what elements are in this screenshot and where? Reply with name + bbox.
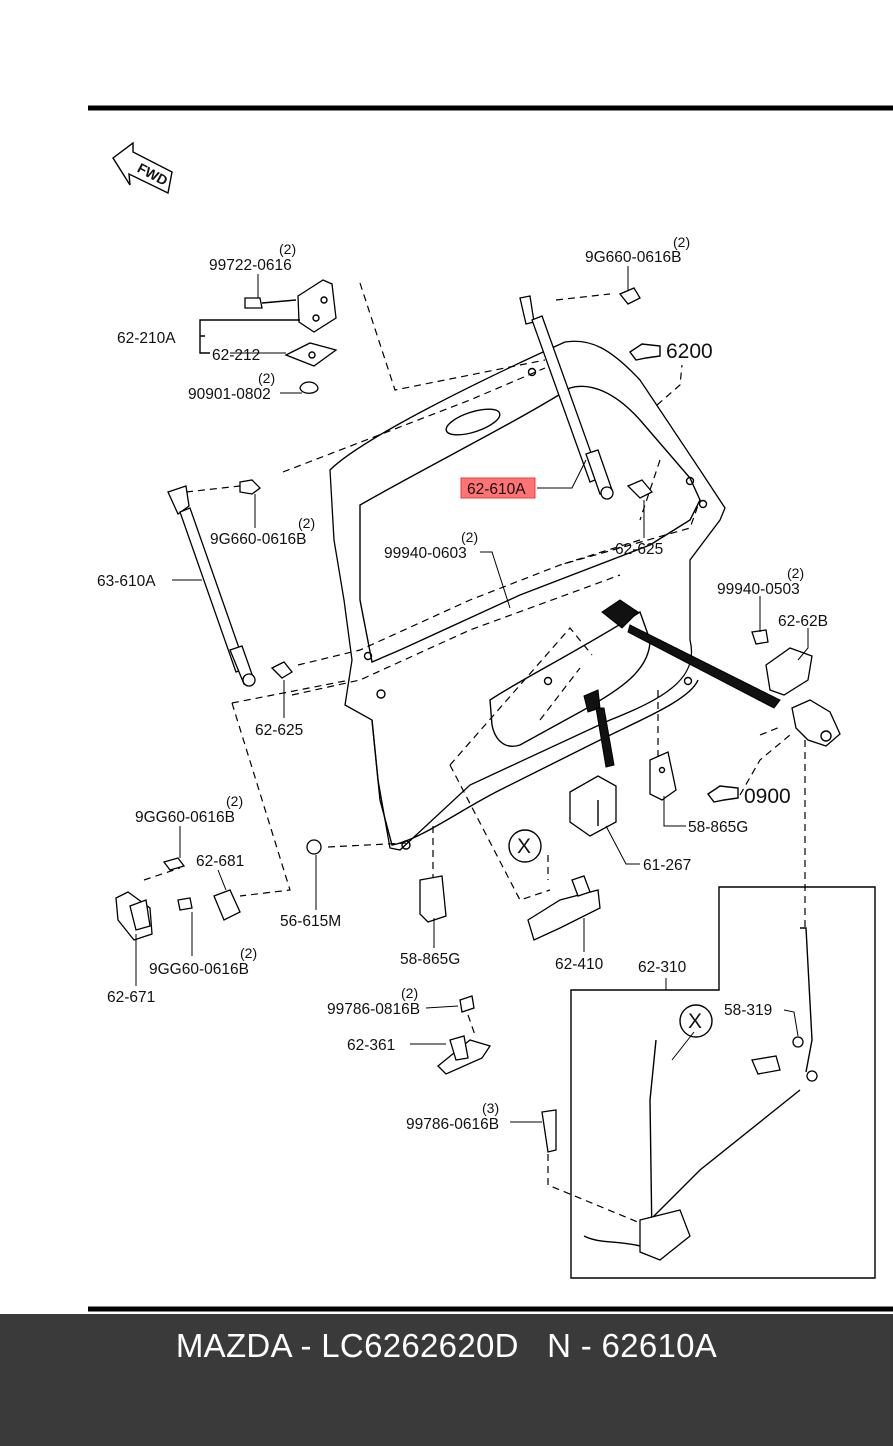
ref-0900: 0900 <box>744 785 791 808</box>
x-mark-2: X <box>688 1010 702 1033</box>
hinge-62-62B <box>751 629 813 696</box>
fwd-arrow-icon: FWD <box>112 141 173 195</box>
label-99940-0603: 99940-0603 <box>384 545 467 562</box>
dashed-leaders <box>143 282 806 1226</box>
qty-9G660-top: (2) <box>673 234 690 250</box>
qty-99722: (2) <box>279 241 296 257</box>
liftgate-panel <box>329 340 726 851</box>
parts-diagram: FWD <box>88 105 893 1312</box>
ref-6200: 6200 <box>666 340 713 363</box>
striker-62-361 <box>437 995 557 1153</box>
label-63-610A: 63-610A <box>97 573 156 590</box>
latch-62-671 <box>115 891 153 941</box>
label-56-615M: 56-615M <box>280 913 341 930</box>
label-90901-0802: 90901-0802 <box>188 386 271 403</box>
inset-box-62-310 <box>570 886 876 1279</box>
qty-90901: (2) <box>258 370 275 386</box>
label-62-671: 62-671 <box>107 989 155 1006</box>
lock-cylinder-0900 <box>791 699 841 747</box>
wiper-harness <box>583 599 781 768</box>
label-62-361: 62-361 <box>347 1037 395 1054</box>
handle-62-410 <box>527 875 601 941</box>
label-62-625-right: 62-625 <box>615 541 663 558</box>
fwd-label: FWD <box>135 160 171 189</box>
highlight-62-610A <box>460 477 536 499</box>
label-9G660-0616B-top: 9G660-0616B <box>585 249 682 266</box>
qty-99786-0616B: (3) <box>482 1100 499 1116</box>
grommet-56-615M <box>306 839 322 855</box>
qty-99786-0816B: (2) <box>401 985 418 1001</box>
footer-bar: MAZDA - LC6262620D N - 62610A <box>0 1314 893 1446</box>
part-labels: (2) 99722-0616 (2) 9G660-0616B 62-210A 6… <box>97 234 828 1133</box>
label-62-62B: 62-62B <box>778 613 828 630</box>
x-mark-circle-2 <box>679 1004 713 1038</box>
label-62-681: 62-681 <box>196 853 244 870</box>
qty-9GG60-bottom: (2) <box>240 945 257 961</box>
label-9GG60-0616B-bottom: 9GG60-0616B <box>149 961 249 978</box>
label-58-865G-left: 58-865G <box>400 951 460 968</box>
label-62-210A: 62-210A <box>117 330 176 347</box>
label-99786-0816B: 99786-0816B <box>327 1001 420 1018</box>
strut-63-610A <box>167 479 293 687</box>
pointing-hand-icon-2 <box>706 785 739 803</box>
label-9GG60-0616B-top: 9GG60-0616B <box>135 809 235 826</box>
cover-61-267 <box>569 775 617 837</box>
label-58-865G-right: 58-865G <box>688 819 748 836</box>
label-9G660-0616B-left: 9G660-0616B <box>210 531 307 548</box>
bracket-58-865G-left <box>419 875 447 923</box>
qty-9G660-left: (2) <box>298 515 315 531</box>
footer-part-number: MAZDA - LC6262620D N - 62610A <box>175 1327 718 1364</box>
x-mark-circle-1 <box>508 829 542 863</box>
x-mark-1: X <box>517 835 531 858</box>
label-58-319: 58-319 <box>724 1002 772 1019</box>
label-62-410: 62-410 <box>555 956 604 973</box>
qty-99940-0603: (2) <box>461 529 478 545</box>
label-62-212: 62-212 <box>212 347 260 364</box>
label-62-610A: 62-610A <box>467 481 526 498</box>
bracket-62-210A <box>199 319 300 354</box>
bracket-58-865G-right <box>649 751 677 801</box>
label-99940-0503: 99940-0503 <box>717 581 800 598</box>
label-62-310: 62-310 <box>638 959 687 976</box>
label-leaders <box>135 266 809 1123</box>
label-99786-0616B: 99786-0616B <box>406 1116 499 1133</box>
plate-62-681 <box>162 857 241 921</box>
label-99722-0616: 99722-0616 <box>209 257 292 274</box>
hinge-62-210A <box>244 279 338 394</box>
label-62-625-left: 62-625 <box>255 722 303 739</box>
qty-9GG60-top: (2) <box>226 793 243 809</box>
label-61-267: 61-267 <box>643 857 691 874</box>
qty-99940-0503: (2) <box>787 565 804 581</box>
strut-62-610A <box>519 287 654 500</box>
pointing-hand-icon <box>628 343 661 361</box>
